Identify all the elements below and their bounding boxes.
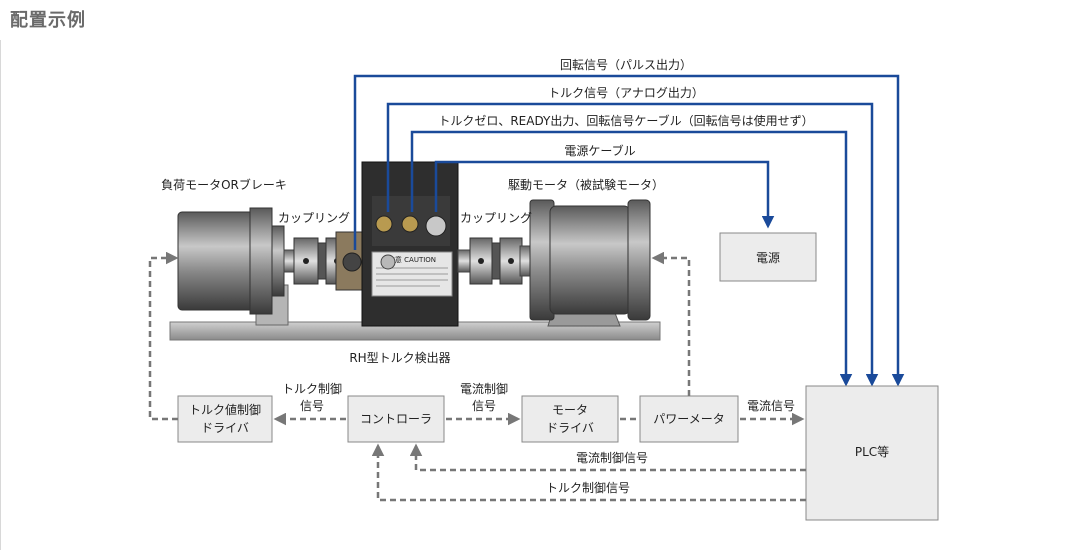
- torque-control-label-1: トルク制御: [282, 381, 342, 396]
- drive-motor-label: 駆動モータ（被試験モータ）: [508, 177, 664, 192]
- power-meter-box: パワーメータ: [639, 395, 739, 443]
- right-coupling-label: カップリング: [460, 211, 532, 225]
- torque-control-signal-label: トルク制御信号: [546, 480, 630, 495]
- plc-to-controller-current: [409, 443, 806, 472]
- torque-driver-box: トルク値制御 ドライバ: [177, 395, 273, 443]
- torque-driver-label-2: ドライバ: [201, 421, 249, 435]
- torque-driver-label-1: トルク値制御: [189, 402, 261, 417]
- ready-cable-label: トルクゼロ、READY出力、回転信号ケーブル（回転信号は使用せず）: [438, 113, 813, 128]
- power-meter-label: パワーメータ: [653, 412, 725, 426]
- caution-label: 注意 CAUTION: [388, 255, 436, 264]
- motor-driver-label-1: モータ: [552, 403, 588, 417]
- power-meter-to-drive-motor: [651, 251, 691, 396]
- ready-cable-line: [410, 130, 853, 387]
- plc-to-controller-torque: [371, 443, 806, 502]
- left-coupling: [283, 237, 349, 285]
- left-coupling-label: カップリング: [278, 211, 350, 225]
- drive-motor: [519, 199, 651, 327]
- controller-label: コントローラ: [360, 412, 432, 426]
- rotation-signal-label: 回転信号（パルス出力）: [560, 58, 692, 72]
- current-control-signal-label: 電流制御信号: [576, 450, 648, 465]
- torque-detector: 注意 CAUTION: [335, 161, 459, 327]
- current-control-label-1: 電流制御: [460, 381, 508, 396]
- power-cable-line: [434, 160, 775, 229]
- motor-driver-label-2: ドライバ: [546, 421, 594, 435]
- torque-control-label-2: 信号: [300, 399, 324, 413]
- torque-driver-to-load-motor: [148, 251, 179, 421]
- power-supply-label: 電源: [756, 251, 780, 265]
- power-supply-box: 電源: [719, 232, 817, 282]
- right-coupling: [457, 237, 523, 285]
- controller-box: コントローラ: [347, 395, 445, 443]
- load-motor: [177, 207, 289, 326]
- plc-label: PLC等: [855, 445, 889, 459]
- current-control-label-2: 信号: [472, 399, 496, 413]
- signal-lines: [353, 74, 905, 387]
- plc-box: PLC等: [805, 385, 939, 521]
- torque-signal-label: トルク信号（アナログ出力）: [548, 86, 704, 100]
- dashed-flows: [148, 251, 806, 502]
- current-signal-label: 電流信号: [747, 399, 795, 413]
- detector-label: RH型トルク検出器: [349, 351, 450, 365]
- divider: [0, 40, 1, 550]
- power-cable-label: 電源ケーブル: [564, 143, 635, 158]
- rotation-signal-line: [353, 74, 905, 387]
- load-motor-label: 負荷モータORブレーキ: [161, 177, 287, 192]
- page-title: 配置示例: [10, 10, 86, 31]
- torque-signal-line: [386, 102, 879, 387]
- motor-driver-box: モータ ドライバ: [521, 395, 619, 443]
